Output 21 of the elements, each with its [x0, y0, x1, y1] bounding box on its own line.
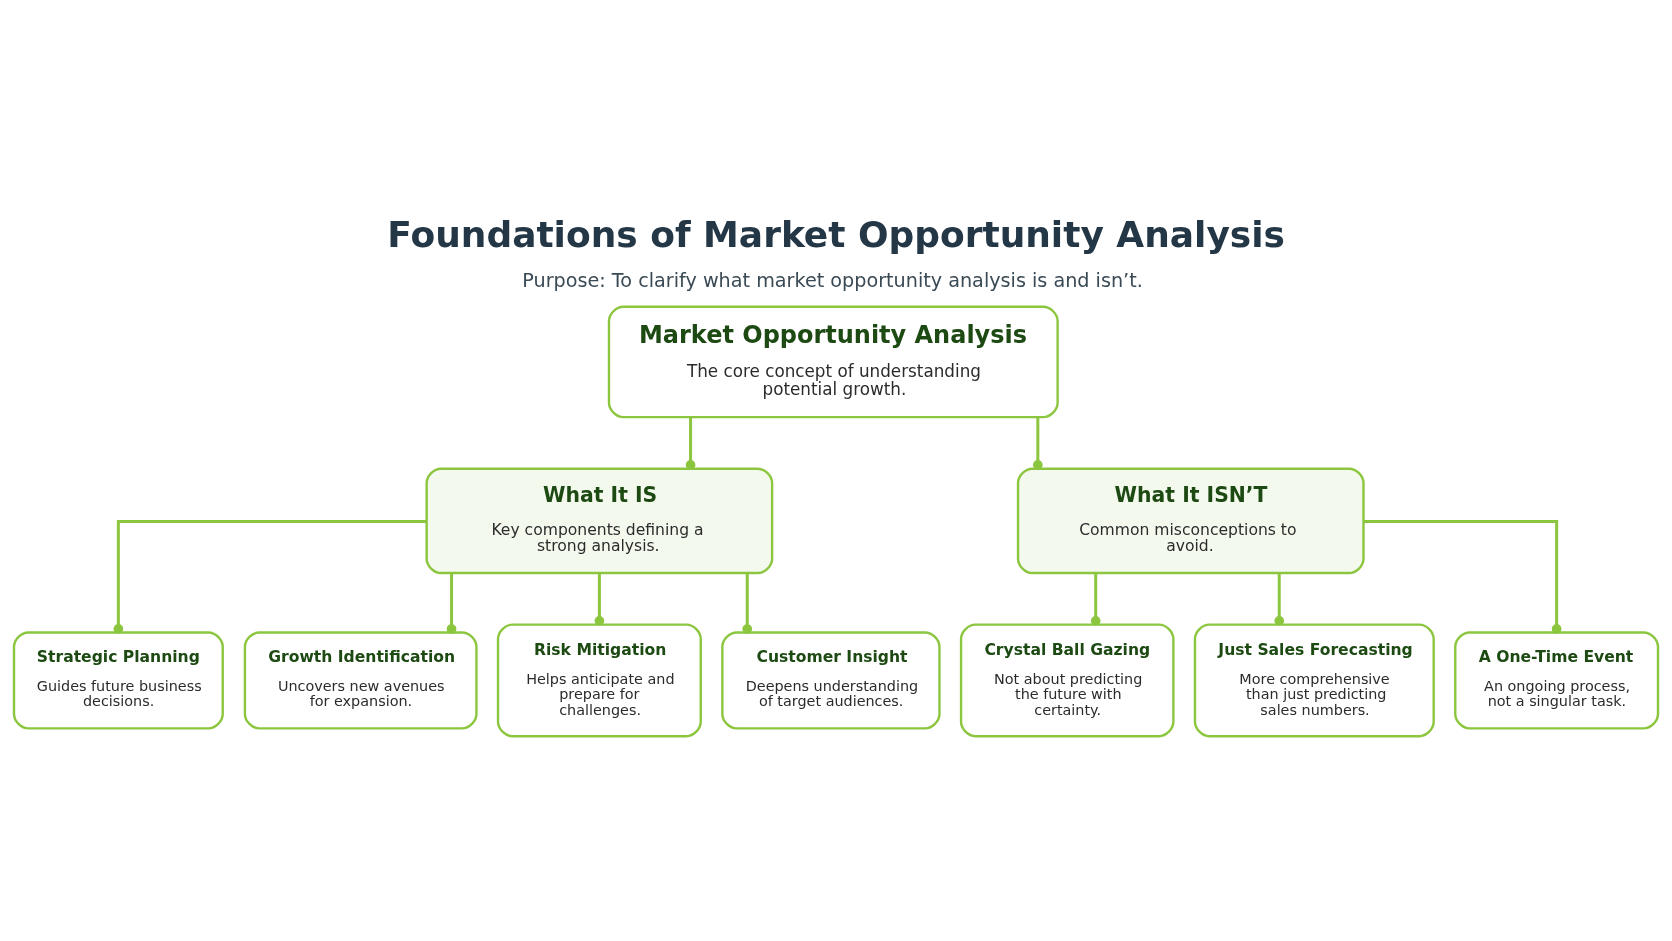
node-box: Strategic Planning Guides future business decisions.: [12, 631, 224, 730]
connector: [446, 573, 457, 634]
caption: Purpose: To clarify what market opportunity analysis is and isn’t.: [522, 268, 1143, 292]
node-box: Market Opportunity Analysis The core concept of understanding potential growth.: [607, 305, 1059, 419]
node-box: A One-Time Event An ongoing process, not a singular task.: [1454, 631, 1660, 730]
node-box: Risk Mitigation Helps anticipate and prepare for challenges.: [496, 623, 702, 738]
node-box: Just Sales Forecasting More comprehensive than just predicting sales numbers.: [1193, 623, 1435, 738]
node-box: Customer Insight Deepens understanding of target audiences.: [721, 631, 941, 730]
connector: [1032, 417, 1043, 470]
node-box: What It IS Key components defining a strong analysis.: [425, 467, 774, 575]
connector: [685, 417, 696, 470]
node-box: Crystal Ball Gazing Not about predicting the future with certainty.: [959, 623, 1175, 738]
connector: [742, 573, 753, 634]
diagram-title: Foundations of Market Opportunity Analysis: [387, 214, 1286, 256]
node-box: Growth Identification Uncovers new avenues for expansion.: [243, 631, 478, 730]
connector: [594, 573, 605, 626]
connector: [1090, 573, 1101, 626]
connector: [1274, 573, 1285, 626]
connector: [113, 520, 427, 634]
connector: [1363, 520, 1562, 634]
node-box: What It ISN’T Common misconceptions to avoid.: [1016, 467, 1365, 575]
